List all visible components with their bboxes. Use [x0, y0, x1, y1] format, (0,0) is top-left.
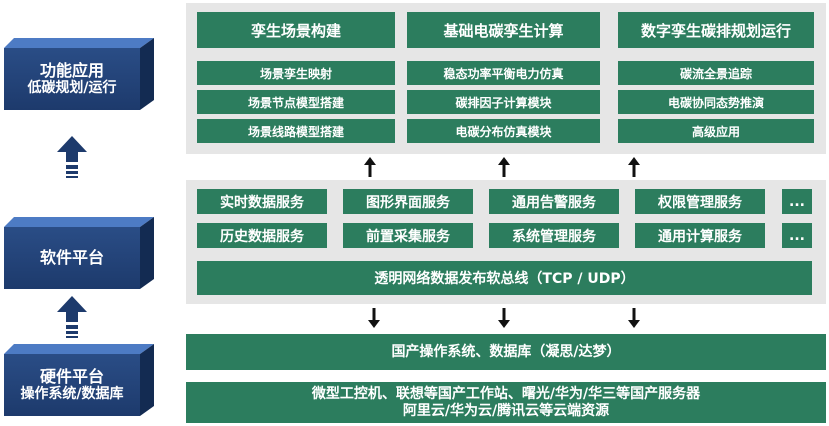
up-arrow-icon — [57, 296, 87, 338]
os-db-text: 国产操作系统、数据库（凝思/达梦） — [391, 343, 621, 360]
service-box: 历史数据服务 — [197, 223, 327, 248]
service-more: ... — [782, 223, 812, 248]
app-col1-title: 孪生场景构建 — [197, 12, 395, 48]
app-col1-item: 场景线路模型搭建 — [197, 119, 395, 143]
service-box: 图形界面服务 — [343, 189, 473, 214]
app-col3-item: 电碳协同态势推演 — [618, 90, 814, 114]
service-box: 系统管理服务 — [489, 223, 619, 248]
app-col2-title: 基础电碳孪生计算 — [407, 12, 600, 48]
service-box: 通用计算服务 — [635, 223, 765, 248]
arrow-up-icon — [628, 157, 640, 177]
app-col3-item: 高级应用 — [618, 119, 814, 143]
hardware-bar: 微型工控机、联想等国产工作站、曙光/华为/华三等国产服务器 阿里云/华为云/腾讯… — [186, 382, 826, 423]
arrow-up-icon — [364, 157, 376, 177]
layer-title: 软件平台 — [39, 248, 104, 268]
layer-subtitle: 低碳规划/运行 — [27, 80, 117, 97]
layer-title: 功能应用 — [39, 61, 104, 80]
layer-subtitle: 操作系统/数据库 — [20, 386, 124, 403]
app-col2-item: 稳态功率平衡电力仿真 — [407, 61, 600, 85]
software-bus: 透明网络数据发布软总线（TCP / UDP） — [197, 261, 812, 295]
service-box: 前置采集服务 — [343, 223, 473, 248]
arrow-up-icon — [498, 157, 510, 177]
hardware-line2: 阿里云/华为云/腾讯云等云端资源 — [402, 402, 610, 419]
app-col1-item: 场景孪生映射 — [197, 61, 395, 85]
app-col3-title: 数字孪生碳排规划运行 — [618, 12, 814, 48]
hardware-line1: 微型工控机、联想等国产工作站、曙光/华为/华三等国产服务器 — [311, 386, 701, 403]
arrow-down-icon — [498, 308, 510, 328]
service-box: 通用告警服务 — [489, 189, 619, 214]
arrow-down-icon — [368, 308, 380, 328]
layer-title: 硬件平台 — [39, 367, 104, 386]
arrow-down-icon — [628, 308, 640, 328]
app-col2-item: 碳排因子计算模块 — [407, 90, 600, 114]
service-box: 权限管理服务 — [635, 189, 765, 214]
service-box: 实时数据服务 — [197, 189, 327, 214]
up-arrow-icon — [57, 136, 87, 178]
app-col3-item: 碳流全景追踪 — [618, 61, 814, 85]
os-db-bar: 国产操作系统、数据库（凝思/达梦） — [186, 334, 826, 370]
app-col1-item: 场景节点模型搭建 — [197, 90, 395, 114]
app-col2-item: 电碳分布仿真模块 — [407, 119, 600, 143]
service-more: ... — [782, 189, 812, 214]
